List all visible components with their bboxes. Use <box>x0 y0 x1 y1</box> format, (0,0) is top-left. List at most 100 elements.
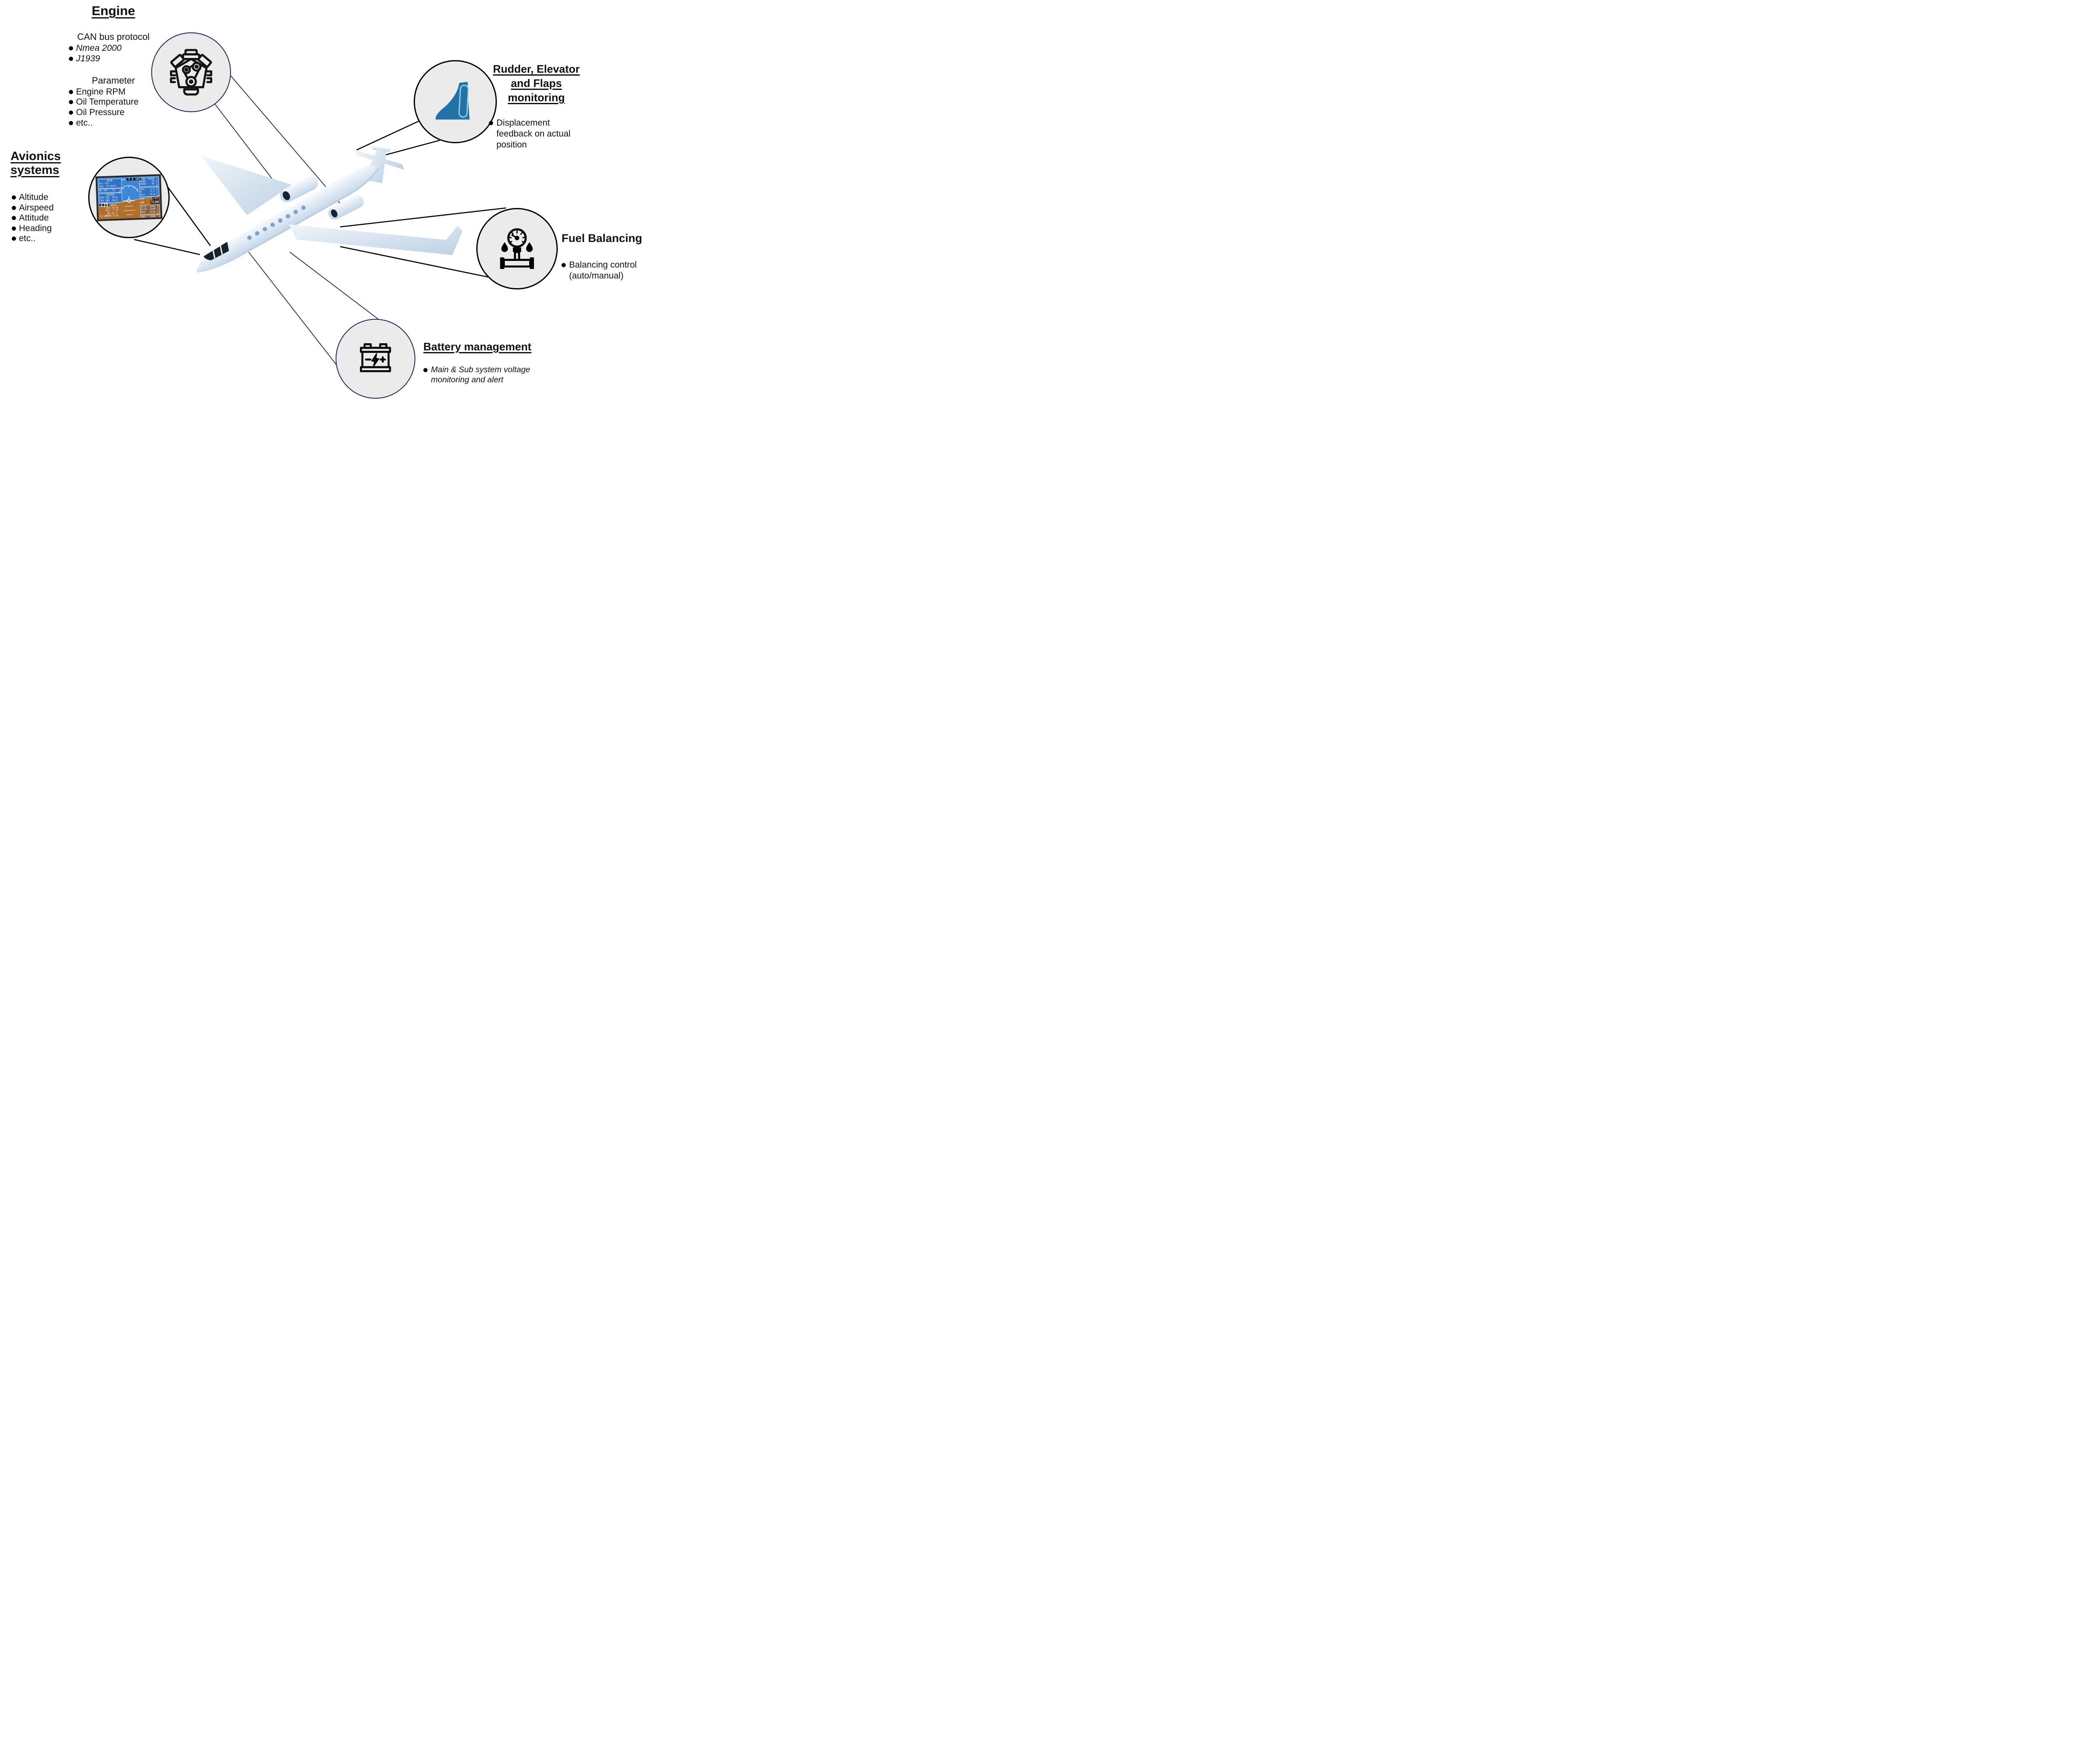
list-item: Nmea 2000 <box>69 43 176 54</box>
list-item: Airspeed <box>12 203 107 213</box>
battery-title: Battery management <box>423 340 532 353</box>
bullet-dot <box>12 205 16 210</box>
list-item: etc.. <box>69 118 176 129</box>
list-item-label: Oil Pressure <box>76 108 125 118</box>
diagram-art <box>134 75 507 368</box>
airplane-illustration <box>197 146 462 273</box>
bullet-dot <box>69 100 73 105</box>
cabin-windows <box>247 205 306 240</box>
pfd-min: min 0.8 <box>140 192 155 196</box>
engine-nacelle-rear <box>328 195 364 220</box>
connector-rudder-2 <box>378 139 440 158</box>
connector-battery-2 <box>289 252 379 320</box>
list-item: etc.. <box>12 234 107 244</box>
cockpit-mullions <box>212 245 223 259</box>
tail-fin-icon <box>435 82 470 120</box>
fuel-circle <box>476 208 558 289</box>
bullet-dot <box>423 368 428 372</box>
rudder-title-line: Rudder, Elevator <box>493 63 580 75</box>
pfd-hdg-value: 5 <box>126 177 132 181</box>
list-item-label: Airspeed <box>19 202 54 213</box>
bullet-dot <box>489 121 493 125</box>
fuel-section: Fuel Balancing Balancing control (auto/m… <box>562 232 648 281</box>
rudder-bullet: Displacement feedback on actual position <box>489 118 584 150</box>
fuel-title: Fuel Balancing <box>562 232 643 245</box>
connector-engine-1 <box>215 104 281 190</box>
cockpit-windshield <box>203 242 229 260</box>
connector-lines <box>134 75 507 368</box>
avionics-list: Altitude Airspeed Attitude Heading etc.. <box>10 192 107 244</box>
pfd-qfe-value: 2960 <box>152 197 160 200</box>
battery-icon <box>360 343 391 372</box>
list-item-label: Nmea 2000 <box>76 43 122 53</box>
pfd-horizon <box>97 175 161 220</box>
engine-title: Engine <box>92 3 135 18</box>
list-item-label: Attitude <box>19 213 49 223</box>
rudder-circle <box>414 60 497 143</box>
rudder-title-line: and Flaps <box>511 77 562 89</box>
pfd-qfe-label: QFE <box>140 197 144 200</box>
bullet-dot <box>562 263 566 267</box>
bullet-dot <box>69 46 73 50</box>
connector-engine-2 <box>230 75 341 205</box>
connector-avionics-1 <box>167 187 211 246</box>
bullet-dot <box>12 237 16 241</box>
list-item: Engine RPM <box>69 87 176 97</box>
connector-battery-1 <box>248 252 339 368</box>
bullet-dot <box>69 56 73 61</box>
engine-protocol-list: Nmea 2000 J1939 <box>50 43 176 64</box>
avionics-section: Avionics systems Altitude Airspeed Attit… <box>10 150 107 244</box>
engine-icon <box>170 49 213 96</box>
airplane-fin-cap <box>372 146 391 152</box>
list-item: Oil Temperature <box>69 97 176 108</box>
connector-avionics-2 <box>134 239 200 255</box>
list-item: Heading <box>12 224 107 234</box>
battery-circle <box>336 319 415 399</box>
pfd-qfe-row: QFE 2960 <box>140 197 160 200</box>
airplane-far-wing <box>201 156 292 215</box>
rudder-title-line: monitoring <box>508 91 565 104</box>
battery-bullet: Main & Sub system voltage monitoring and… <box>423 365 549 385</box>
bullet-dot <box>12 216 16 221</box>
battery-section: Battery management Main & Sub system vol… <box>423 340 549 385</box>
bullet-dot <box>12 226 16 231</box>
airplane-near-wing <box>289 224 462 255</box>
engine-parameter-list: Engine RPM Oil Temperature Oil Pressure … <box>50 87 176 129</box>
list-item: Attitude <box>12 213 107 224</box>
battery-bullet-text: Main & Sub system voltage monitoring and… <box>431 365 530 384</box>
list-item: Oil Pressure <box>69 108 176 118</box>
engine-circle <box>151 32 231 112</box>
bullet-dot <box>12 195 16 200</box>
list-item-label: Oil Temperature <box>76 97 139 107</box>
pfd-qnh-label: QNH <box>140 201 144 204</box>
pfd-qnh-value: 3180 <box>150 200 160 204</box>
list-item-label: J1939 <box>76 53 100 63</box>
fuel-bullet: Balancing control (auto/manual) <box>562 260 648 281</box>
engine-parameter-heading: Parameter <box>92 75 135 86</box>
connector-fuel-1 <box>340 207 507 228</box>
list-item: J1939 <box>69 54 176 64</box>
fuel-bullet-text: Balancing control (auto/manual) <box>569 260 637 281</box>
list-item-label: etc.. <box>19 234 36 244</box>
pfd-baro: BARO 30 <box>140 182 155 186</box>
pfd-qnh2: QNH 1009 <box>141 215 156 218</box>
list-item-label: etc.. <box>76 118 93 128</box>
bullet-dot <box>69 89 73 94</box>
connector-rudder-1 <box>356 120 420 151</box>
pfd-ias-unit: Km/h <box>111 204 117 207</box>
rudder-title: Rudder, Elevator and Flaps monitoring <box>489 62 584 105</box>
rudder-section: Rudder, Elevator and Flaps monitoring Di… <box>489 62 584 150</box>
pfd-qfe2: QFE 1001 <box>141 218 156 221</box>
avionics-title: Avionics systems <box>10 150 61 177</box>
connector-fuel-2 <box>340 246 490 278</box>
fuel-gauge-valve-icon <box>500 228 534 269</box>
pfd-gps: GPS 3210 <box>141 210 156 214</box>
